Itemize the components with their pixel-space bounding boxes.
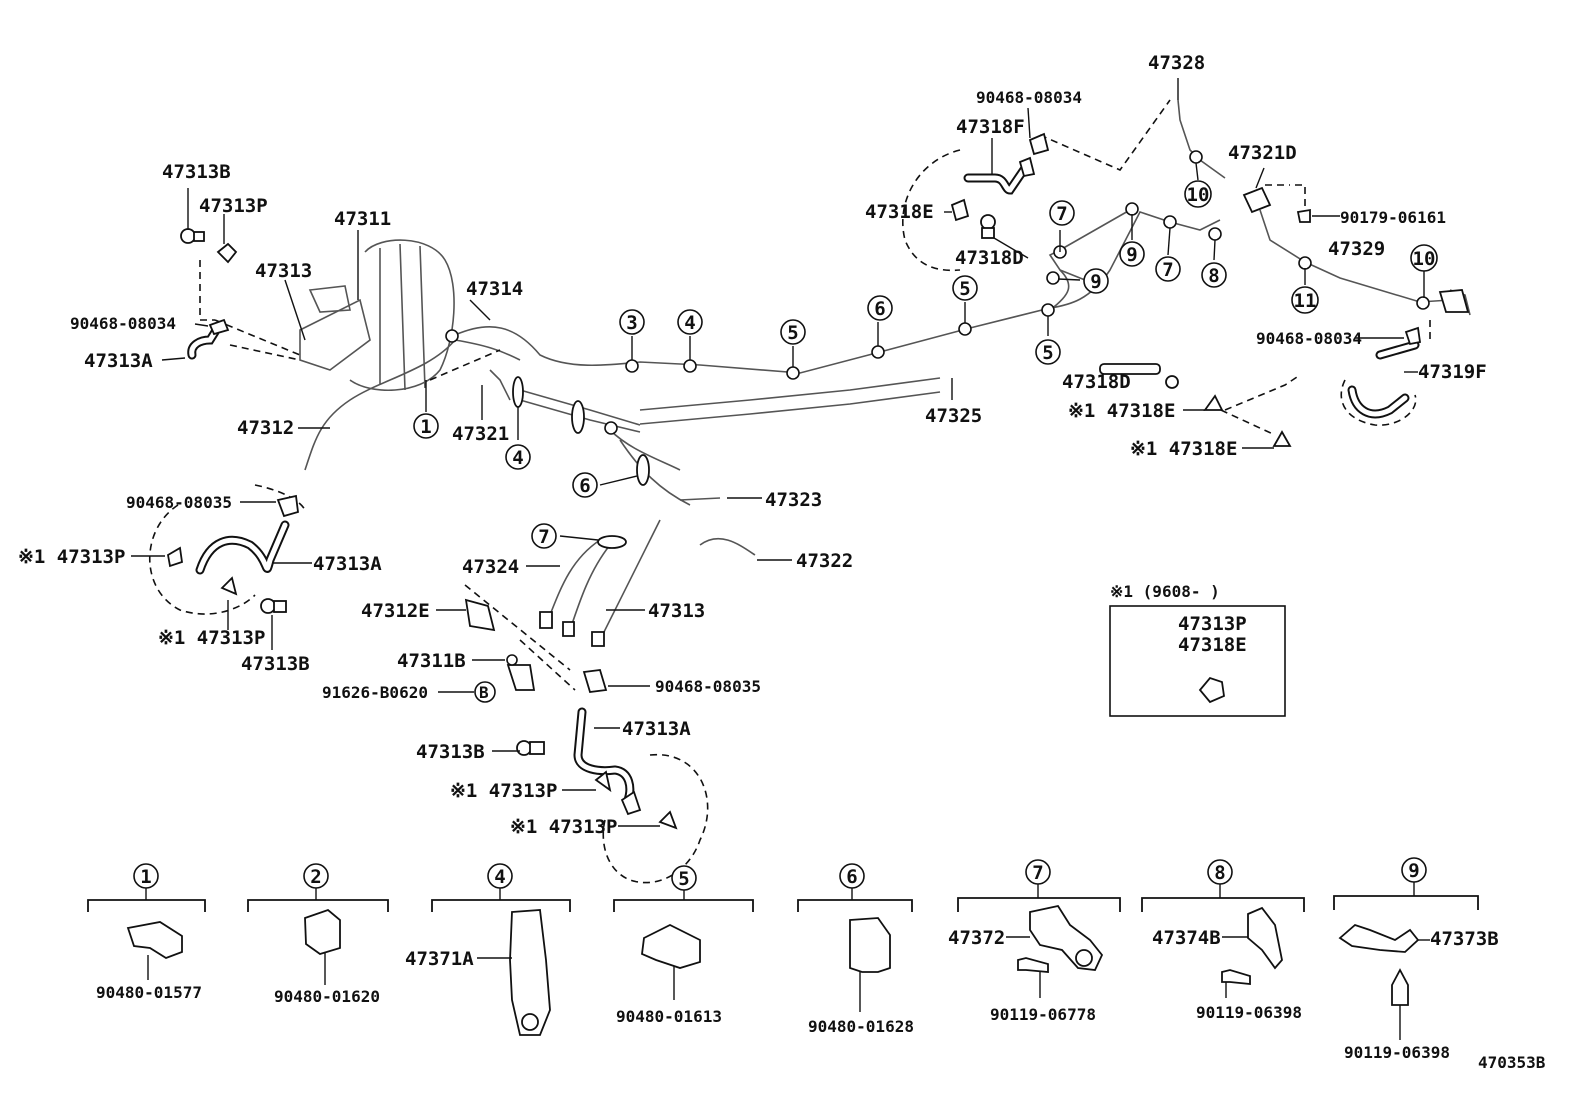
legend-4-part: 47371A [405,948,474,970]
legend-8-number: 8 [1214,862,1225,884]
label-47319F: 47319F [1418,361,1487,383]
legend-7-number: 7 [1032,862,1043,884]
note-part-2: 47318E [1178,634,1247,656]
label-47313P-leftB: ※1 47313P [158,627,265,649]
label-47321: 47321 [452,423,509,445]
label-47313P-botB: ※1 47313P [510,816,617,838]
label-47318E-r1: ※1 47318E [1068,400,1175,422]
legend-2-number: 2 [310,866,321,888]
callout-5b: 5 [959,278,970,300]
callout-4b: 4 [512,447,523,469]
label-47318E-top: 47318E [865,201,934,223]
legend-7-part-b: 90119-06778 [990,1005,1096,1024]
legend-5-number: 5 [678,868,689,890]
pipe-clamps [512,376,650,549]
callout-9a: 9 [1090,271,1101,293]
label-47312: 47312 [237,417,294,439]
legend-9-part-b: 90119-06398 [1344,1043,1450,1062]
label-47323: 47323 [765,489,822,511]
drawing-number: 470353B [1478,1053,1546,1072]
legend-8-part-b: 90119-06398 [1196,1003,1302,1022]
label-47313B-top: 47313B [162,161,231,183]
legend-6-part: 90480-01628 [808,1017,914,1036]
label-90468-08034-right: 90468-08034 [1256,329,1362,348]
note-part-1: 47313P [1178,613,1247,635]
clamp-legend: 1 90480-01577 2 90480-01620 4 47371A 5 9… [87,857,1499,1062]
label-90468-08034-left: 90468-08034 [70,314,176,333]
legend-8-part-a: 47374B [1152,927,1221,949]
label-47313P-top: 47313P [199,195,268,217]
callout-6a: 6 [874,298,885,320]
label-90179-06161: 90179-06161 [1340,208,1446,227]
fittings [167,132,1470,830]
legend-9-part-a: 47373B [1430,928,1499,950]
label-47314: 47314 [466,278,523,300]
label-47312E: 47312E [361,600,430,622]
callout-circles: 1 3 4 5 6 5 5 7 9 9 7 8 10 11 10 4 6 7 [413,180,1438,703]
legend-2-part: 90480-01620 [274,987,380,1006]
legend-1-part: 90480-01577 [96,983,202,1002]
brake-booster [299,239,455,392]
callout-5a: 5 [787,322,798,344]
label-47329: 47329 [1328,238,1385,260]
callout-10a: 10 [1187,184,1210,206]
part-labels: 47313B 47313P 47313 47311 47314 90468-08… [18,52,1487,838]
label-47318D-top: 47318D [955,247,1024,269]
leader-lines [131,78,1425,827]
label-47313A-left: 47313A [313,553,382,575]
label-47325: 47325 [925,405,982,427]
callout-1: 1 [420,416,431,438]
callout-5c: 5 [1042,342,1053,364]
label-47318E-r2: ※1 47318E [1130,438,1237,460]
label-47321D: 47321D [1228,142,1297,164]
legend-5-part: 90480-01613 [616,1007,722,1026]
label-47313-mid: 47313 [648,600,705,622]
callout-6b: 6 [579,475,590,497]
callout-10b: 10 [1413,248,1436,270]
label-47313P-leftA: ※1 47313P [18,546,125,568]
label-47311: 47311 [334,208,391,230]
callout-11: 11 [1294,290,1317,312]
legend-6-number: 6 [846,866,857,888]
label-47311B: 47311B [397,650,466,672]
note-box: ※1 (9608- ) 47313P 47318E [1109,582,1286,717]
label-47328: 47328 [1148,52,1205,74]
label-90468-08035-mid: 90468-08035 [655,677,761,696]
legend-1-number: 1 [140,866,151,888]
callout-7b: 7 [1162,259,1173,281]
legend-4-number: 4 [494,866,505,888]
callout-7a: 7 [1056,203,1067,225]
dashed-outlines [149,99,1431,884]
label-47313-top: 47313 [255,260,312,282]
callout-8a: 8 [1208,265,1219,287]
note-title: ※1 (9608- ) [1110,582,1220,601]
label-47313A-bot: 47313A [622,718,691,740]
label-47318F: 47318F [956,116,1025,138]
brake-hoses [187,163,1420,805]
label-47324: 47324 [462,556,519,578]
label-47313A-top: 47313A [84,350,153,372]
callout-9b: 9 [1126,244,1137,266]
legend-9-number: 9 [1408,860,1419,882]
label-47322: 47322 [796,550,853,572]
label-47318D-mid: 47318D [1062,371,1131,393]
label-90468-08035-left: 90468-08035 [126,493,232,512]
callout-B: B [479,683,489,702]
pipe-junctions [445,150,1430,435]
label-47313P-botA: ※1 47313P [450,780,557,802]
label-91626-B0620: 91626-B0620 [322,683,428,702]
callout-3: 3 [626,312,637,334]
legend-7-part-a: 47372 [948,927,1005,949]
label-47313B-bot: 47313B [416,741,485,763]
label-90468-08034-top: 90468-08034 [976,88,1082,107]
callout-7c: 7 [538,526,549,548]
callout-4a: 4 [684,312,695,334]
label-47313B-left: 47313B [241,653,310,675]
